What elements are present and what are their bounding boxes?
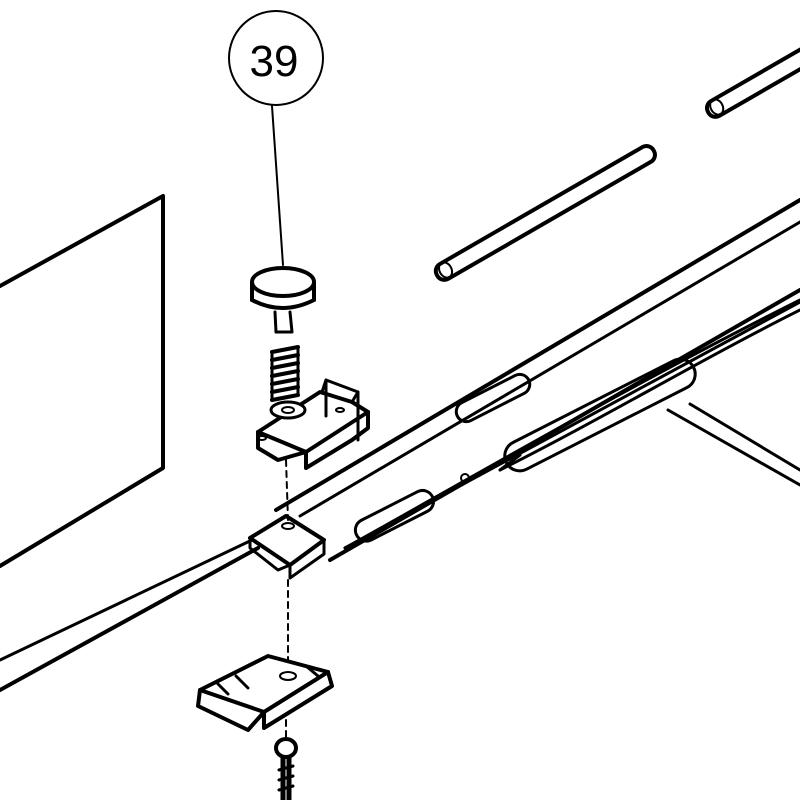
bracket-hole-top [269, 400, 307, 420]
bottom-plate [196, 579, 334, 741]
pin-rod-top [704, 36, 800, 119]
clamp-bracket [256, 378, 370, 521]
callout-number: 39 [250, 37, 299, 86]
arm-slot-upper [454, 372, 532, 424]
side-panel [0, 194, 165, 568]
arm-slot-long [503, 357, 697, 473]
callout-leader [271, 105, 284, 266]
pin-rod-middle [433, 144, 657, 282]
thumb-screw-knob [250, 266, 316, 334]
callout-39: 39 [228, 10, 324, 266]
arm-slot-lower [353, 488, 436, 543]
pins [433, 36, 800, 282]
arm-frame [0, 198, 800, 692]
bottom-screw [274, 737, 298, 800]
spring [270, 345, 300, 402]
callout-circle [228, 10, 324, 106]
